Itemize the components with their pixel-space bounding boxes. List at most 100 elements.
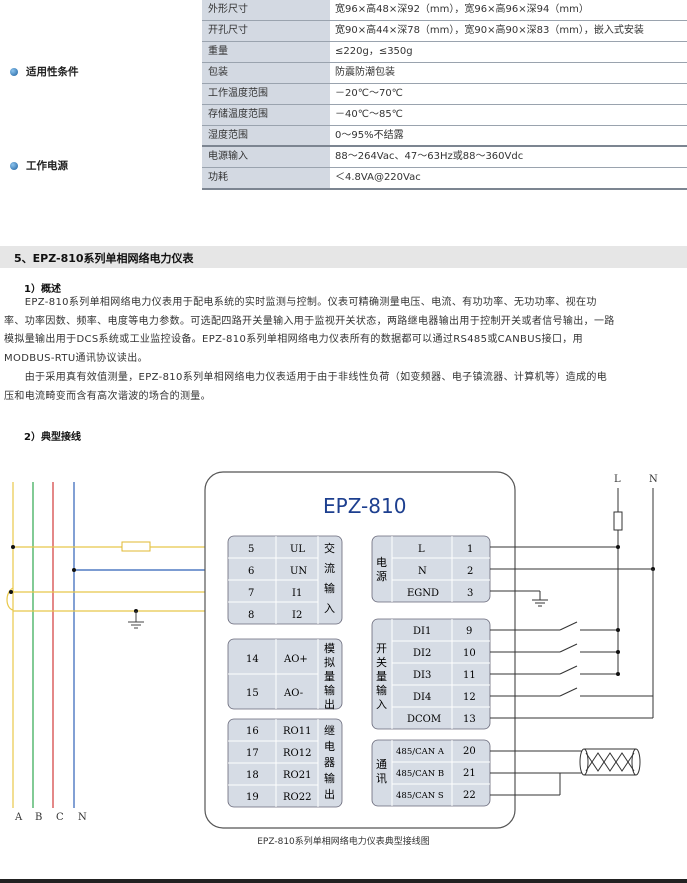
phase-label-a: A — [14, 812, 23, 823]
terminal-num: 9 — [466, 626, 472, 637]
spec-key: 湿度范围 — [202, 126, 330, 146]
terminal-name: DI1 — [413, 626, 431, 637]
spec-row: 存储温度范围 －40℃～85℃ — [202, 105, 687, 125]
terminal-name: UN — [290, 566, 307, 577]
terminal-name: RO11 — [283, 726, 311, 737]
terminal-num: 6 — [248, 566, 254, 577]
paragraph-line: 率、功率因数、频率、电度等电力参数。可选配四路开关量输入用于监视开关状态，两路继… — [4, 315, 615, 327]
spec-key: 电源输入 — [202, 147, 330, 167]
spec-value: 88～264Vac、47～63Hz或88～360Vdc — [335, 151, 524, 162]
spec-row: 外形尺寸宽96×高48×深92（mm），宽96×高96×深94（mm） — [202, 0, 687, 20]
terminal-num: 15 — [246, 688, 259, 699]
spec-value: 防震防潮包装 — [335, 67, 395, 78]
terminal-name: I2 — [292, 610, 302, 621]
overview-paragraph-2: 由于采用真有效值测量，EPZ-810系列单相网络电力仪表适用于由于非线性负荷（如… — [4, 369, 684, 406]
spec-value: ＜4.8VA@220Vac — [335, 172, 421, 183]
terminal-num: 13 — [463, 714, 476, 725]
block-title-char: 出 — [324, 697, 335, 711]
spec-key: 开孔尺寸 — [202, 21, 330, 41]
terminal-num: 17 — [246, 748, 259, 759]
terminal-name: L — [418, 544, 425, 555]
block-title-char: 入 — [376, 698, 387, 711]
spec-group-applicability: 适用性条件 — [10, 64, 79, 79]
terminal-name: RO12 — [283, 748, 311, 759]
section-header-band — [0, 246, 687, 268]
spec-row: 包装防震防潮包装 — [202, 63, 687, 83]
terminal-num: 3 — [467, 588, 473, 599]
terminal-name: DI4 — [413, 692, 431, 703]
spec-row: 电源输入 88～264Vac、47～63Hz或88～360Vdc — [202, 147, 687, 167]
paragraph-line: EPZ-810系列单相网络电力仪表用于配电系统的实时监测与控制。仪表可精确测量电… — [4, 297, 597, 308]
block-title-char: 开 — [376, 642, 387, 655]
block-title-char: 源 — [376, 569, 387, 583]
terminal-num: 5 — [248, 544, 254, 555]
block-title-char: 量 — [376, 670, 387, 683]
spec-row: 重量 ≤220g，≤350g — [202, 42, 687, 62]
device-name: EPZ-810 — [323, 494, 406, 518]
ac-input-block: 5 6 7 8 UL UN I1 I2 交 流 输 入 — [227, 535, 343, 625]
spec-key: 重量 — [202, 42, 330, 62]
spec-group-power: 工作电源 — [10, 158, 68, 173]
spec-value: ≤220g，≤350g — [335, 46, 413, 57]
phase-label-n: N — [78, 812, 87, 823]
terminal-name: DI3 — [413, 670, 431, 681]
overview-paragraph-1: EPZ-810系列单相网络电力仪表用于配电系统的实时监测与控制。仪表可精确测量电… — [4, 294, 684, 368]
paragraph-line: 由于采用真有效值测量，EPZ-810系列单相网络电力仪表适用于由于非线性负荷（如… — [4, 372, 608, 383]
terminal-num: 14 — [246, 654, 259, 665]
block-title-char: 输 — [376, 683, 387, 697]
terminal-num: 20 — [463, 746, 476, 757]
spec-value: －40℃～85℃ — [335, 109, 403, 120]
comm-block: 通 讯 485/CAN A 485/CAN B 485/CAN S 20 21 … — [371, 739, 491, 807]
terminal-name: RO22 — [283, 792, 311, 803]
spec-key: 工作温度范围 — [202, 84, 330, 104]
block-title-char: 量 — [324, 670, 335, 683]
terminal-num: 8 — [248, 610, 254, 621]
terminal-name: 485/CAN A — [396, 747, 445, 757]
block-title-char: 电 — [376, 556, 387, 569]
block-title-char: 交 — [324, 541, 335, 555]
terminal-name: DCOM — [407, 714, 441, 725]
paragraph-line: MODBUS-RTU通讯协议读出。 — [4, 352, 148, 364]
block-title-char: 流 — [324, 561, 335, 575]
terminal-name: EGND — [407, 588, 439, 599]
power-block: 电 源 L N EGND 1 2 3 — [371, 535, 491, 603]
relay-output-block: 16 17 18 19 RO11 RO12 RO21 RO22 继 电 器 输 … — [227, 718, 343, 808]
terminal-num: 22 — [463, 790, 476, 801]
spec-key: 外形尺寸 — [202, 0, 330, 20]
terminal-num: 7 — [248, 588, 254, 599]
spec-value: 0～95%不结露 — [335, 130, 404, 141]
analog-output-block: 14 15 AO+ AO- 模 拟 量 输 出 — [227, 638, 343, 711]
spec-row: 开孔尺寸宽90×高44×深78（mm），宽90×高90×深83（mm），嵌入式安… — [202, 21, 687, 41]
terminal-num: 19 — [246, 792, 259, 803]
spec-row: 功耗 ＜4.8VA@220Vac — [202, 168, 687, 188]
spec-row: 工作温度范围－20℃～70℃ — [202, 84, 687, 104]
block-title-char: 电 — [324, 740, 335, 753]
footer-rule — [0, 879, 687, 883]
spec-key: 功耗 — [202, 168, 330, 188]
terminal-name: I1 — [292, 588, 302, 599]
wiring-heading: 2）典型接线 — [24, 432, 81, 443]
block-title-char: 入 — [324, 602, 335, 615]
terminal-name: 485/CAN S — [396, 791, 444, 801]
block-title-char: 出 — [324, 787, 335, 801]
section-title: 5、EPZ-810系列单相网络电力仪表 — [14, 252, 194, 265]
terminal-name: UL — [290, 544, 305, 555]
spec-value: 宽96×高48×深92（mm），宽96×高96×深94（mm） — [335, 4, 589, 15]
terminal-name: N — [418, 566, 427, 577]
spec-row: 湿度范围 0～95%不结露 — [202, 126, 687, 146]
wiring-diagram: A B C N EPZ-810 5 6 7 8 UL UN I1 I2 交 流 … — [6, 471, 658, 829]
block-title-char: 输 — [324, 771, 335, 785]
spec-key: 存储温度范围 — [202, 105, 330, 125]
terminal-num: 11 — [463, 670, 476, 681]
terminal-num: 18 — [246, 770, 259, 781]
phase-label-b: B — [35, 812, 42, 823]
block-title-char: 输 — [324, 581, 335, 595]
line-label-n: N — [649, 474, 658, 485]
terminal-name: DI2 — [413, 648, 431, 659]
terminal-num: 1 — [467, 544, 473, 555]
bullet-icon — [10, 67, 18, 76]
spec-key: 包装 — [202, 63, 330, 83]
block-title-char: 关 — [376, 655, 387, 669]
spec-value: 宽90×高44×深78（mm），宽90×高90×深83（mm），嵌入式安装 — [335, 25, 644, 36]
terminal-num: 16 — [246, 726, 259, 737]
